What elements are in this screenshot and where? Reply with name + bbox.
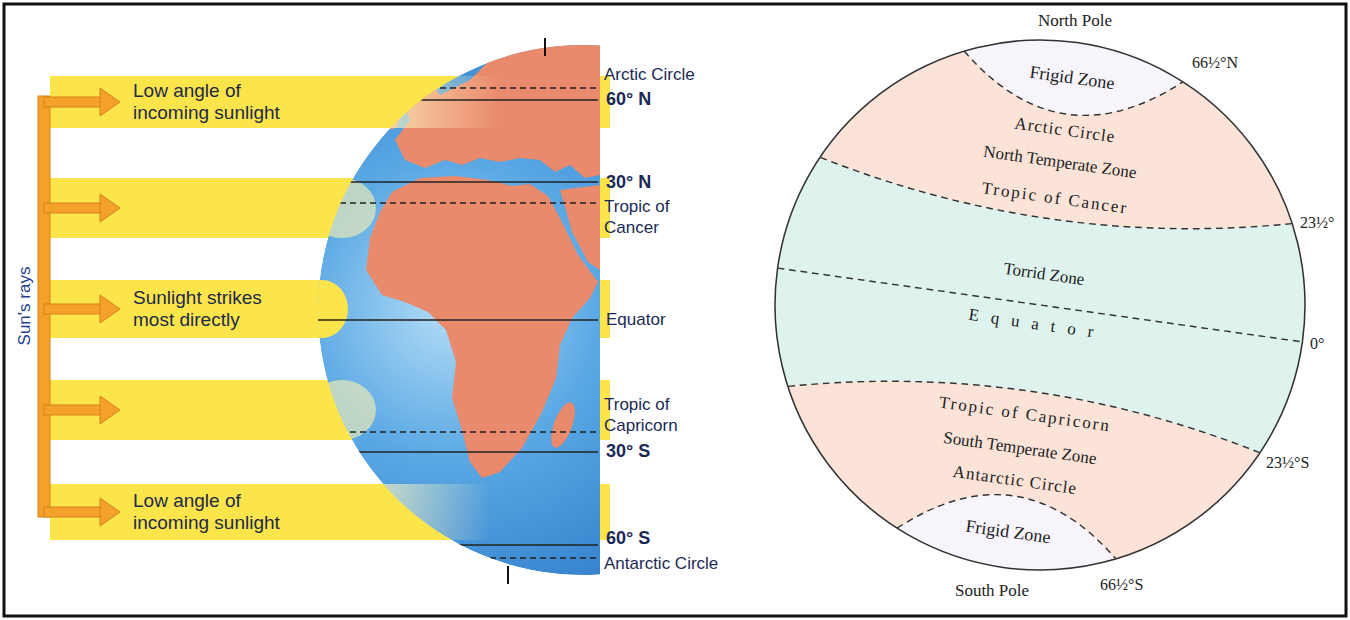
ray-shaft: [44, 304, 102, 314]
band-caption: Low angle of incoming sunlight: [133, 490, 303, 534]
pole-label: North Pole: [1038, 10, 1112, 31]
globe-cut: [600, 40, 601, 580]
latitude-line: [300, 319, 598, 320]
sunlight-band: Low angle of incoming sunlight: [125, 484, 370, 540]
latitude-line: [300, 557, 598, 558]
light-patch: [308, 380, 376, 440]
degree-label: 66½°S: [1100, 574, 1143, 595]
latitude-line: [300, 431, 598, 432]
degree-label: 30° N: [606, 172, 651, 193]
latitude-line: [300, 451, 598, 452]
degree-label: 60° N: [606, 89, 651, 110]
latitude-label: Equator: [606, 309, 666, 330]
axis-tick: [507, 566, 509, 584]
latitude-line: [300, 202, 598, 203]
degree-label: 66½°N: [1192, 52, 1238, 73]
latitude-label: Tropic of Cancer: [604, 196, 704, 238]
ray-head: [100, 396, 120, 424]
arabia: [560, 185, 600, 270]
land: [366, 45, 600, 478]
latitude-line: [300, 181, 598, 182]
latitude-label: Antarctic Circle: [604, 553, 718, 574]
degree-label: 0°: [1310, 333, 1324, 354]
zone-globe: [741, 6, 1340, 605]
temperate-fill: [741, 6, 1340, 605]
light-patch: [380, 76, 500, 128]
degree-label: 23½°S: [1266, 452, 1309, 473]
light-patch: [370, 484, 490, 540]
latitude-label: Arctic Circle: [604, 64, 695, 85]
africa: [366, 176, 598, 478]
degree-label: 23½°: [1300, 212, 1334, 233]
eurasia: [380, 45, 600, 178]
ray-shaft: [44, 507, 102, 517]
ray-shaft: [44, 97, 102, 107]
degree-label: 30° S: [606, 441, 650, 462]
sunlight-band: Low angle of incoming sunlight: [125, 76, 365, 128]
axis-tick: [544, 38, 546, 56]
ray-head: [100, 88, 120, 116]
torrid-zone: [762, 154, 1318, 457]
axis-title: Sun's rays: [14, 267, 35, 346]
latitude-label: Tropic of Capricorn: [604, 394, 704, 436]
ray-head: [100, 498, 120, 526]
light-patch: [308, 178, 376, 238]
globe-outline: [741, 6, 1340, 605]
pole-label: South Pole: [955, 580, 1029, 601]
degree-label: 60° S: [606, 528, 650, 549]
ray-shaft: [44, 405, 102, 415]
frame: [4, 4, 1346, 616]
band-caption: Low angle of incoming sunlight: [133, 80, 303, 124]
ray-shaft: [44, 203, 102, 213]
ray-head: [100, 194, 120, 222]
zone-boundaries: [744, 30, 1336, 581]
sunlight-band: Sunlight strikes most directly: [125, 280, 310, 338]
band-caption: Sunlight strikes most directly: [133, 287, 302, 331]
madagascar: [546, 399, 579, 450]
ray-arrows: [38, 88, 120, 526]
ray-head: [100, 295, 120, 323]
latitude-line: [300, 544, 598, 545]
